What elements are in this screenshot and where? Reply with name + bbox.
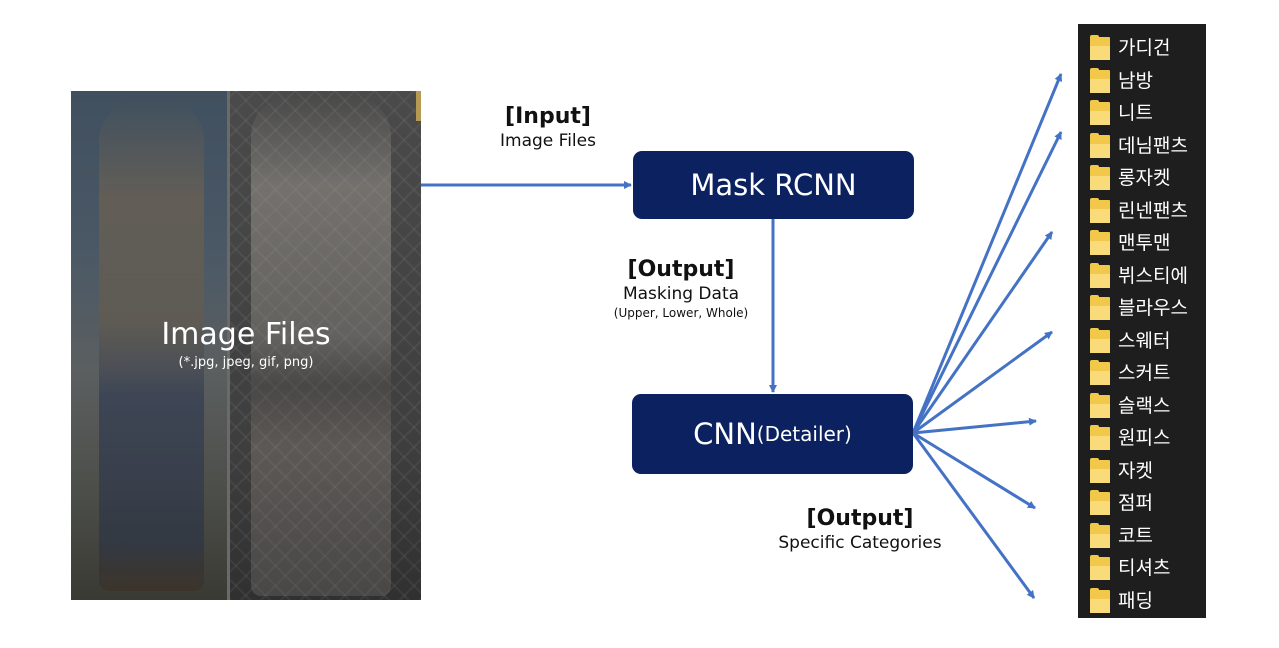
folder-label: 데님팬츠 (1118, 135, 1188, 157)
folder-item[interactable]: 원피스 (1078, 422, 1206, 454)
cnn-sub-label: (Detailer) (756, 422, 852, 446)
folder-item[interactable]: 점퍼 (1078, 487, 1206, 519)
category-arrow (911, 131, 1063, 434)
folder-item[interactable]: 맨투맨 (1078, 227, 1206, 259)
category-arrow (912, 330, 1053, 435)
folder-label: 코트 (1118, 525, 1153, 547)
folder-icon (1090, 295, 1110, 320)
input-label: [Input] Image Files (478, 104, 618, 152)
folder-item[interactable]: 남방 (1078, 65, 1206, 97)
folder-icon (1090, 68, 1110, 93)
photo-title: Image Files (161, 317, 331, 352)
photo-corner-accent (416, 91, 421, 121)
folder-label: 원피스 (1118, 427, 1171, 449)
person-silhouette-right (251, 96, 391, 596)
category-arrow (911, 231, 1054, 434)
folder-label: 뷔스티에 (1118, 265, 1188, 287)
folder-icon (1090, 198, 1110, 223)
categories-output-label: [Output] Specific Categories (760, 506, 960, 554)
person-silhouette-left (99, 101, 204, 591)
folder-item[interactable]: 블라우스 (1078, 292, 1206, 324)
masking-output-text: Masking Data (622, 284, 740, 304)
folder-item[interactable]: 스웨터 (1078, 325, 1206, 357)
folder-icon (1090, 263, 1110, 288)
image-files-photo: Image Files (*.jpg, jpeg, gif, png) (71, 91, 421, 600)
folder-label: 슬랙스 (1118, 395, 1171, 417)
masking-output-label: [Output] Masking Data (Upper, Lower, Who… (590, 257, 772, 321)
folder-label: 티셔츠 (1118, 557, 1171, 579)
folder-item[interactable]: 데님팬츠 (1078, 130, 1206, 162)
folder-icon (1090, 133, 1110, 158)
mask-rcnn-label: Mask RCNN (690, 168, 857, 202)
folder-icon (1090, 230, 1110, 255)
folder-icon (1090, 328, 1110, 353)
folder-icon (1090, 360, 1110, 385)
mask-rcnn-box: Mask RCNN (633, 151, 914, 219)
folder-item[interactable]: 스커트 (1078, 357, 1206, 389)
folder-item[interactable]: 슬랙스 (1078, 390, 1206, 422)
input-text: Image Files (500, 131, 596, 151)
folder-icon (1090, 555, 1110, 580)
folder-label: 맨투맨 (1118, 232, 1171, 254)
folder-label: 가디건 (1118, 37, 1171, 59)
folder-label: 롱자켓 (1118, 167, 1171, 189)
masking-output-heading: [Output] (627, 257, 735, 282)
folder-label: 점퍼 (1118, 492, 1153, 514)
categories-output-text: Specific Categories (778, 533, 942, 553)
category-arrow (911, 73, 1063, 434)
folder-item[interactable]: 티셔츠 (1078, 552, 1206, 584)
folder-item[interactable]: 롱자켓 (1078, 162, 1206, 194)
folder-item[interactable]: 린넨팬츠 (1078, 195, 1206, 227)
folder-icon (1090, 165, 1110, 190)
folder-icon (1090, 35, 1110, 60)
folder-label: 패딩 (1118, 590, 1153, 612)
category-arrow (912, 417, 1037, 435)
input-heading: [Input] (505, 104, 591, 129)
folder-label: 니트 (1118, 102, 1153, 124)
folder-item[interactable]: 뷔스티에 (1078, 260, 1206, 292)
folder-item[interactable]: 니트 (1078, 97, 1206, 129)
folder-icon (1090, 100, 1110, 125)
folder-item[interactable]: 가디건 (1078, 32, 1206, 64)
folder-label: 스커트 (1118, 362, 1171, 384)
folder-label: 스웨터 (1118, 330, 1171, 352)
category-arrow (912, 431, 1036, 510)
folder-icon (1090, 588, 1110, 613)
photo-divider (227, 91, 230, 600)
folder-icon (1090, 490, 1110, 515)
folder-icon (1090, 458, 1110, 483)
photo-right-model (229, 91, 421, 600)
folder-icon (1090, 425, 1110, 450)
folder-label: 블라우스 (1118, 297, 1188, 319)
folder-icon (1090, 393, 1110, 418)
folder-icon (1090, 523, 1110, 548)
cnn-label: CNN (693, 417, 757, 451)
category-folder-list: 가디건 남방 니트 데님팬츠 롱자켓 린넨팬츠 맨투맨 뷔스티에 블라우스 스웨… (1078, 24, 1206, 618)
categories-output-heading: [Output] (806, 506, 914, 531)
photo-subtitle: (*.jpg, jpeg, gif, png) (178, 355, 314, 370)
folder-label: 남방 (1118, 70, 1153, 92)
cnn-detailer-box: CNN(Detailer) (632, 394, 913, 474)
folder-label: 자켓 (1118, 460, 1153, 482)
folder-item[interactable]: 패딩 (1078, 585, 1206, 617)
masking-output-detail: (Upper, Lower, Whole) (613, 306, 749, 320)
folder-item[interactable]: 코트 (1078, 520, 1206, 552)
folder-label: 린넨팬츠 (1118, 200, 1188, 222)
folder-item[interactable]: 자켓 (1078, 455, 1206, 487)
